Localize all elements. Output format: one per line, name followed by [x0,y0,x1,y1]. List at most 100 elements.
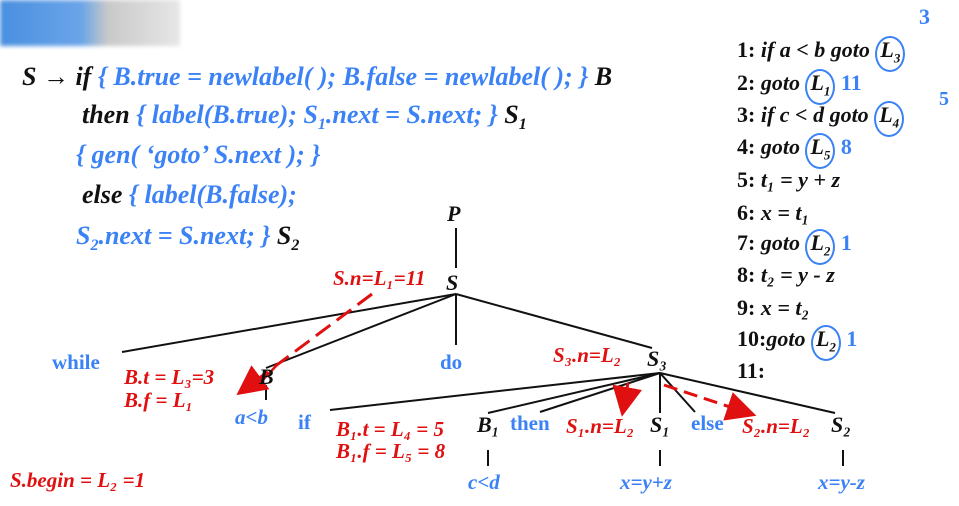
s-next-annotation: S.n=L₁=11 [333,266,426,290]
node-do: do [440,350,463,374]
node-a-lt-b: a<b [235,405,268,429]
code-line-2: 2: goto L1 11 [737,69,862,106]
label-sub: 5 [823,147,831,163]
note-11: 11 [840,70,862,95]
grammar-line-2: then { label(B.true); S1.next = S.next; … [82,100,527,134]
node-x-eq-y-minus-z: x=y-z [818,470,865,494]
label-circle-l3: L3 [875,36,906,73]
keyword-else: else [82,180,123,209]
label-circle-l5: L5 [805,133,836,170]
line-number: 9: [737,295,756,320]
symbol-s1-sub: 1 [518,116,527,134]
label-l: L [810,70,824,95]
node-b: B [259,364,274,389]
code-text: x = t₂ [760,295,810,320]
node-c-lt-d: c<d [468,470,500,494]
arrow-s3-to-s1 [612,382,642,417]
node-b1: B₁ [477,412,500,437]
node-s1: S₁ [650,412,670,437]
arrow-s3-to-s2 [663,383,757,421]
edge-s3-b1 [487,372,661,414]
node-while: while [52,350,100,374]
action-5-pre: S [76,221,91,250]
label-sub: 3 [893,50,901,66]
edge-s3-if [329,372,661,411]
code-line-10: 10:goto L2 1 [737,325,858,362]
code-line-6: 6: x = t₁ [737,200,809,226]
code-line-1: 1: if a < b goto L3 [737,36,906,73]
code-line-8: 8: t₂ = y - z [737,262,835,288]
line-number: 8: [737,262,756,287]
grammar-line-1: S → if { B.true = newlabel( ); B.false =… [22,62,612,92]
line-number: 11: [737,358,766,383]
s1-next-annotation: S₁.n=L₂ [566,414,635,438]
label-l: L [815,326,830,351]
node-then: then [510,411,550,435]
grammar-line-5: S2.next = S.next; } S2 [76,221,299,255]
label-sub: 4 [892,115,900,131]
node-else: else [691,411,724,435]
symbol-s2: S [276,221,292,250]
action-2-sub: 1 [317,116,326,134]
annotation-3: 3 [919,4,930,29]
node-s3: S₃ [647,346,667,371]
label-circle-l1: L1 [805,69,836,106]
label-sub: 1 [823,83,831,99]
code-text: x = t₁ [760,200,810,225]
line-number: 10: [737,326,767,351]
note-1: 1 [846,326,858,351]
annotation-5: 5 [939,88,949,110]
code-line-5: 5: t₁ = y + z [737,167,840,193]
b-false-annotation: B.f = L₁ [124,388,193,412]
semantic-action-2: { label(B.true); S1.next = S.next; } [136,100,498,133]
action-2-part-b: .next = S.next; } [325,100,498,129]
label-sub: 2 [823,243,831,259]
note-1: 1 [840,230,852,255]
code-line-7: 7: goto L2 1 [737,229,852,266]
note-8: 8 [840,134,852,159]
code-text: if c < d goto [760,102,869,127]
semantic-action-3: { gen( ‘goto’ S.next ); } [76,140,321,169]
production-head: S → if [22,62,92,91]
node-s: S [446,270,459,295]
line-number: 1: [737,37,756,62]
s2-next-annotation: S₂.n=L₂ [742,414,811,438]
line-number: 3: [737,102,756,127]
label-l: L [880,37,894,62]
b1-false-annotation: B₁.f = L₅ = 8 [336,439,446,463]
edge-s3-else [659,372,696,413]
semantic-action-4: { label(B.false); [128,180,297,209]
edge-s-while [121,293,457,353]
node-s2: S₂ [831,412,851,437]
label-sub: 2 [829,339,836,355]
keyword-then: then [82,100,130,129]
code-text: goto [760,230,800,255]
edge-s-s3 [455,293,653,349]
code-text: t₂ = y - z [760,262,835,287]
symbol-s2-sub: 2 [291,237,300,255]
label-circle-l2-b: L2 [810,325,841,362]
line-number: 2: [737,70,756,95]
s-begin-annotation: S.begin = L₂ =1 [10,468,146,492]
line-number: 4: [737,134,756,159]
code-line-11: 11: [737,358,765,384]
action-5-sub: 2 [90,237,99,255]
line-number: 7: [737,230,756,255]
node-p: P [447,201,461,226]
code-text: goto [760,134,800,159]
s3-next-annotation: S₃.n=L₂ [553,343,622,367]
line-number: 6: [737,200,756,225]
label-l: L [810,134,824,159]
code-line-3: 3: if c < d goto L4 [737,101,905,138]
grammar-line-3: { gen( ‘goto’ S.next ); } [76,140,320,170]
semantic-action-1: { B.true = newlabel( ); B.false = newlab… [97,62,589,91]
edge-s3-then [539,372,661,413]
line-number: 5: [737,167,756,192]
b-true-annotation: B.t = L₃=3 [124,365,215,389]
label-l: L [879,102,893,127]
action-2-part-a: { label(B.true); S [136,100,318,129]
code-text: goto [760,70,800,95]
label-circle-l2: L2 [805,229,836,266]
symbol-s1: S [504,100,519,129]
